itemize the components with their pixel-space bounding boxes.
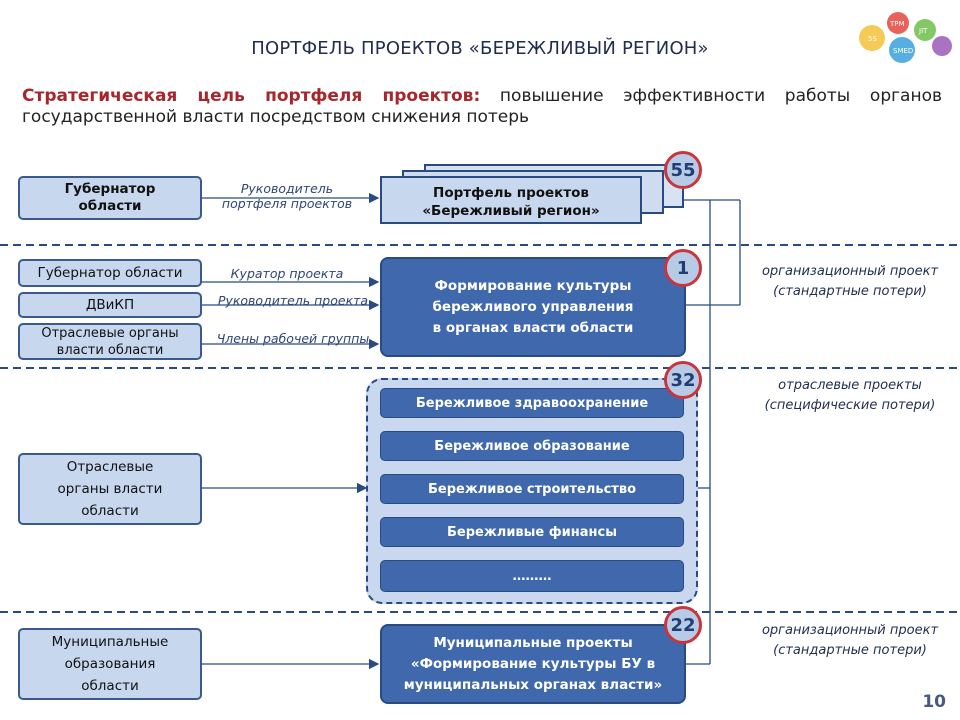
sector-count-badge: 32 (664, 361, 702, 399)
logo-label: TPM (889, 20, 905, 28)
org-project-line3: в органах власти области (432, 319, 634, 336)
role-project-head: Руководитель проекта (217, 293, 369, 308)
org-project-line1: Формирование культуры (434, 277, 632, 294)
dvikp-box: ДВиКП (18, 292, 202, 318)
note-line: организационный проект (761, 623, 939, 638)
note-line: организационный проект (761, 264, 939, 279)
portfolio-title-1: Портфель проектов (433, 185, 589, 201)
logo-label: JIT (918, 27, 928, 35)
dvikp-label: ДВиКП (85, 296, 135, 313)
role-curator: Куратор проекта (230, 266, 344, 281)
municipal-count-badge: 22 (664, 606, 702, 644)
note-line: (стандартные потери) (773, 284, 927, 299)
governor-label: Губернатор области (37, 264, 183, 281)
portfolio-title-2: «Бережливый регион» (422, 203, 600, 219)
portfolio-count-badge: 55 (664, 151, 702, 189)
sector-org-big-label: Отраслевые органы власти области (57, 459, 163, 519)
sector-org-box: Отраслевые органы власти области (18, 323, 202, 360)
sector-project-item: ……… (380, 560, 684, 592)
sector-project-item: Бережливые финансы (380, 517, 684, 547)
sector-org-big-box: Отраслевые органы власти области (18, 453, 202, 525)
note-line: (стандартные потери) (773, 643, 927, 658)
org-count-badge: 1 (664, 249, 702, 287)
sector-org-label: Отраслевые органы власти области (41, 325, 179, 358)
governor-box: Губернатор области (18, 259, 202, 287)
municipal-project-note: организационный проект (стандартные поте… (750, 621, 950, 661)
logo-label: SMED (893, 47, 913, 55)
governor-region-box: Губернатор области (18, 176, 202, 220)
sector-project-item: Бережливое здравоохранение (380, 388, 684, 418)
page-title: ПОРТФЕЛЬ ПРОЕКТОВ «БЕРЕЖЛИВЫЙ РЕГИОН» (251, 38, 709, 59)
lean-logo-icon: TPM SMED 5S JIT (859, 12, 952, 63)
org-project-note: организационный проект (стандартные поте… (750, 262, 950, 302)
role-workgroup: Члены рабочей группы (216, 331, 370, 346)
municipal-project-line2: «Формирование культуры БУ в (410, 655, 656, 672)
municipal-project-line1: Муниципальные проекты (433, 634, 633, 651)
municipal-project-line3: муниципальных органах власти» (403, 676, 663, 693)
goal-label: Стратегическая цель портфеля проектов: (22, 86, 481, 106)
municipal-project-box: Муниципальные проекты «Формирование куль… (380, 624, 686, 704)
sector-projects-note: отраслевые проекты (специфические потери… (750, 376, 950, 416)
municipal-box: Муниципальные образования области (18, 628, 202, 700)
org-project-line2: бережливого управления (432, 298, 634, 315)
portfolio-box: Портфель проектов «Бережливый регион» (380, 176, 642, 224)
goal-text: повышение эффективности работы органов г… (22, 86, 942, 127)
governor-region-label: Губернатор области (64, 181, 156, 214)
role-portfolio-head: Руководитель портфеля проектов (221, 181, 353, 211)
logo-label: 5S (868, 35, 877, 43)
sector-project-item: Бережливое образование (380, 431, 684, 461)
municipal-label: Муниципальные образования области (51, 634, 169, 694)
strategic-goal: Стратегическая цель портфеля проектов: п… (22, 86, 942, 128)
sector-project-item: Бережливое строительство (380, 474, 684, 504)
note-line: отраслевые проекты (778, 378, 922, 393)
note-line: (специфические потери) (764, 398, 936, 413)
org-project-box: Формирование культуры бережливого управл… (380, 257, 686, 357)
page-number: 10 (922, 692, 946, 712)
